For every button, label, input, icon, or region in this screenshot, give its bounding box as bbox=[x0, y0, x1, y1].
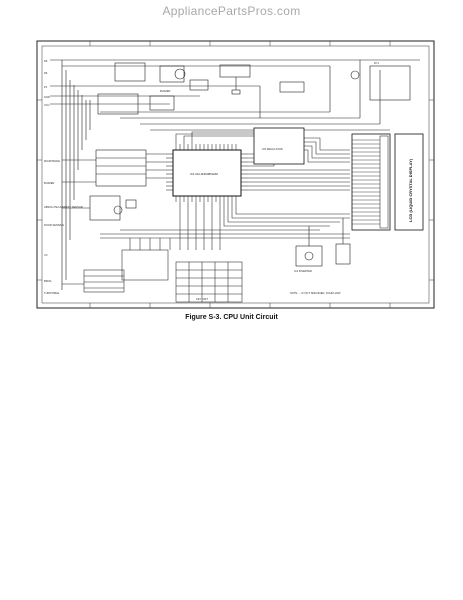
lcd-label: LCD (LIQUID CRYSTAL DISPLAY) bbox=[408, 158, 413, 222]
cpu-label: IC1 RH-IZ3638CEZZ bbox=[190, 172, 218, 176]
relay-label: RY1 bbox=[374, 61, 380, 65]
lower-bus bbox=[100, 202, 350, 250]
left-label: VCC bbox=[44, 103, 50, 107]
left-label: TURNTABLE bbox=[44, 291, 59, 295]
left-label: R6 bbox=[44, 71, 48, 75]
left-label: ABSOLUTE HUMIDITY SENSOR bbox=[44, 205, 83, 209]
ic5-block: IC5 REGULATOR bbox=[253, 127, 305, 165]
key-unit-label: KEY UNIT bbox=[196, 297, 208, 301]
cpu-pins bbox=[166, 144, 248, 202]
sheet-border bbox=[36, 40, 435, 309]
buzzer-label: BUZZER bbox=[160, 89, 171, 93]
left-components bbox=[62, 149, 166, 221]
grid-ticks bbox=[37, 41, 434, 308]
left-label: GND bbox=[44, 95, 50, 99]
left-label: BUZZER bbox=[44, 181, 55, 185]
left-label: R5 bbox=[44, 59, 48, 63]
inner-border bbox=[41, 45, 430, 304]
left-label: DOOR SENSING bbox=[44, 223, 64, 227]
left-bus bbox=[61, 60, 91, 290]
left-label: P1 bbox=[44, 85, 48, 89]
left-label: BROIL bbox=[44, 279, 52, 283]
left-label: VC bbox=[44, 253, 48, 257]
left-labels: R5 R6 P1 GND VCC MICROWAVE BUZZER ABSOLU… bbox=[44, 59, 83, 295]
watermark: AppliancePartsPros.com bbox=[162, 4, 301, 18]
cpu-ic: IC1 RH-IZ3638CEZZ bbox=[172, 149, 242, 197]
regulator-label: IC5 REGULATOR bbox=[262, 147, 283, 151]
note-text: NOTE: ... IF NOT SPECIFIED, KOHM 1/6W bbox=[290, 291, 341, 295]
key-unit bbox=[62, 249, 243, 303]
figure-caption: Figure S-3. CPU Unit Circuit bbox=[185, 314, 278, 321]
inverter-label: IC4 INVERTER bbox=[294, 269, 312, 273]
top-traces bbox=[50, 59, 420, 131]
lcd-display: LCD (LIQUID CRYSTAL DISPLAY) bbox=[351, 133, 424, 231]
right-lower bbox=[295, 218, 351, 267]
top-components bbox=[97, 62, 411, 115]
left-label: MICROWAVE bbox=[44, 159, 60, 163]
